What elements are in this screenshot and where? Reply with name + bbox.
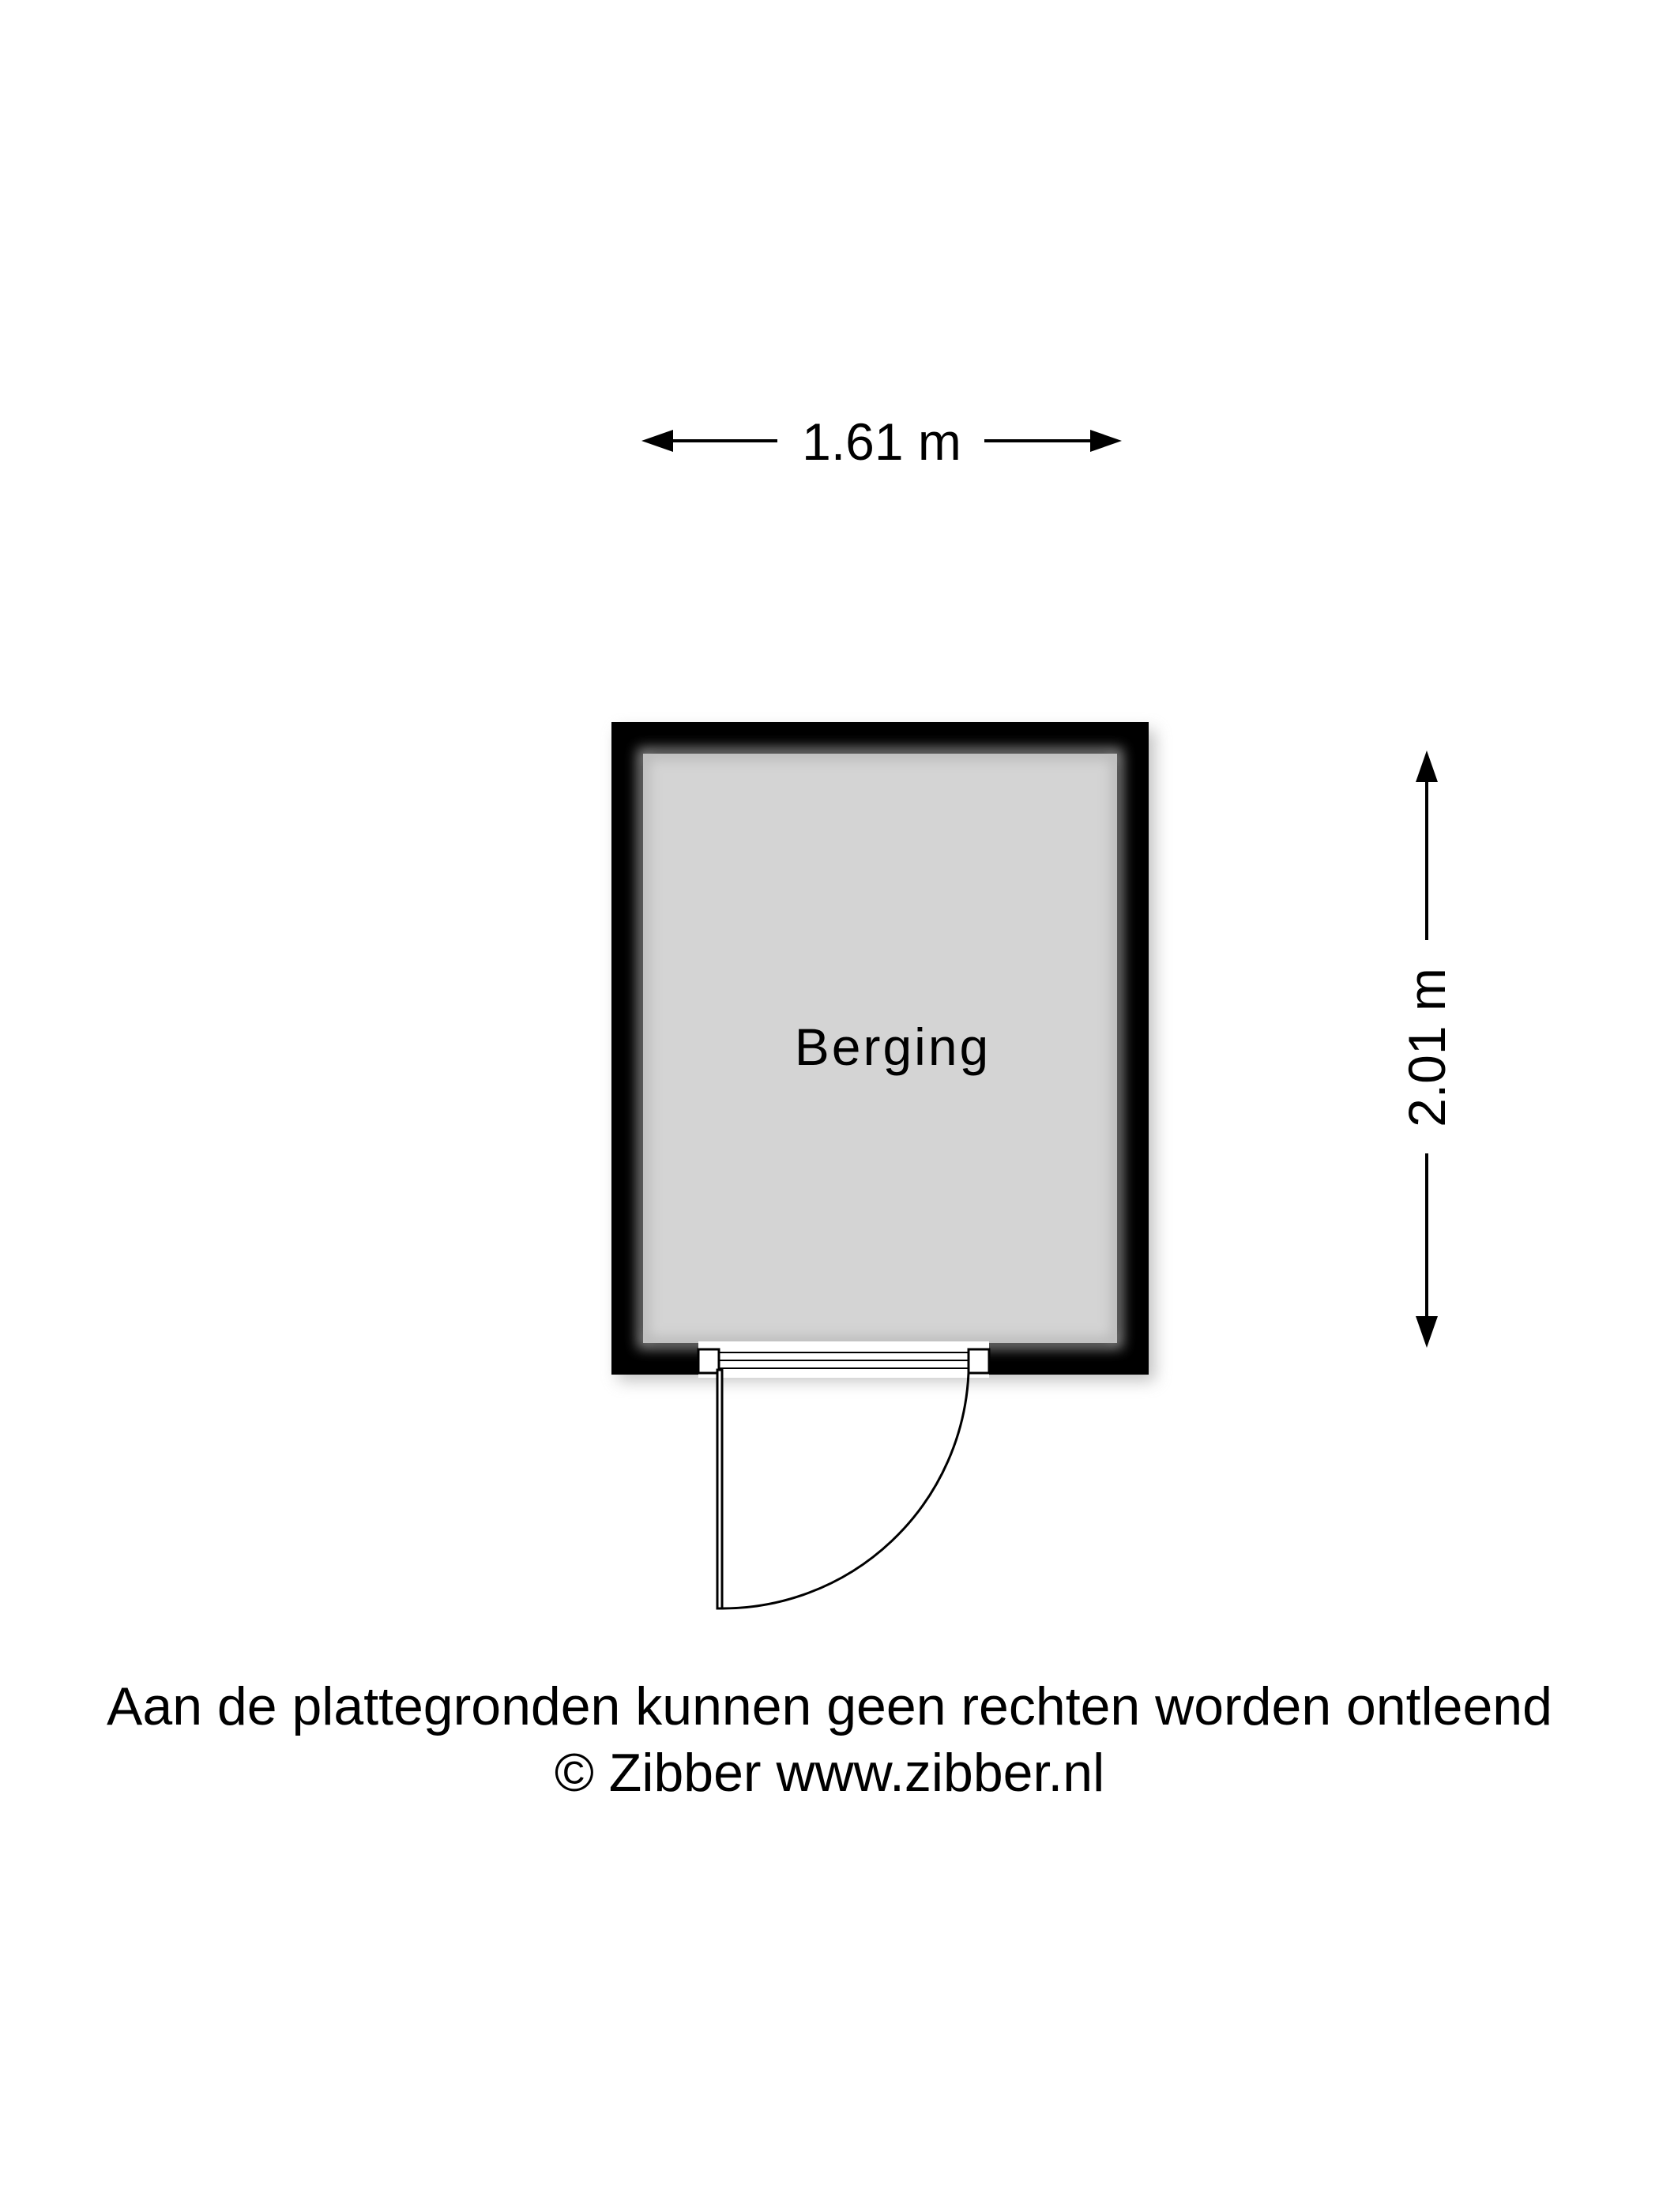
door — [697, 1341, 991, 1610]
depth-arrow-bottom — [1416, 1316, 1438, 1348]
room-label: Berging — [795, 1018, 991, 1076]
door-jamb-left — [697, 1348, 720, 1375]
width-dimension: 1.61 m — [641, 412, 1122, 471]
door-jamb-right — [967, 1348, 991, 1375]
depth-label: 2.01 m — [1398, 968, 1456, 1127]
copyright-text: © Zibber www.zibber.nl — [554, 1743, 1105, 1803]
depth-arrow-top — [1416, 750, 1438, 782]
depth-dimension: 2.01 m — [1398, 750, 1456, 1348]
door-swing-arc — [719, 1372, 970, 1610]
door-leaf — [716, 1368, 724, 1610]
width-label: 1.61 m — [802, 412, 961, 471]
width-arrow-right — [1090, 430, 1122, 452]
disclaimer-text: Aan de plattegronden kunnen geen rechten… — [107, 1676, 1552, 1736]
width-arrow-left — [641, 430, 673, 452]
floor-area — [643, 754, 1117, 1343]
room-berging: Berging — [611, 722, 1155, 1381]
